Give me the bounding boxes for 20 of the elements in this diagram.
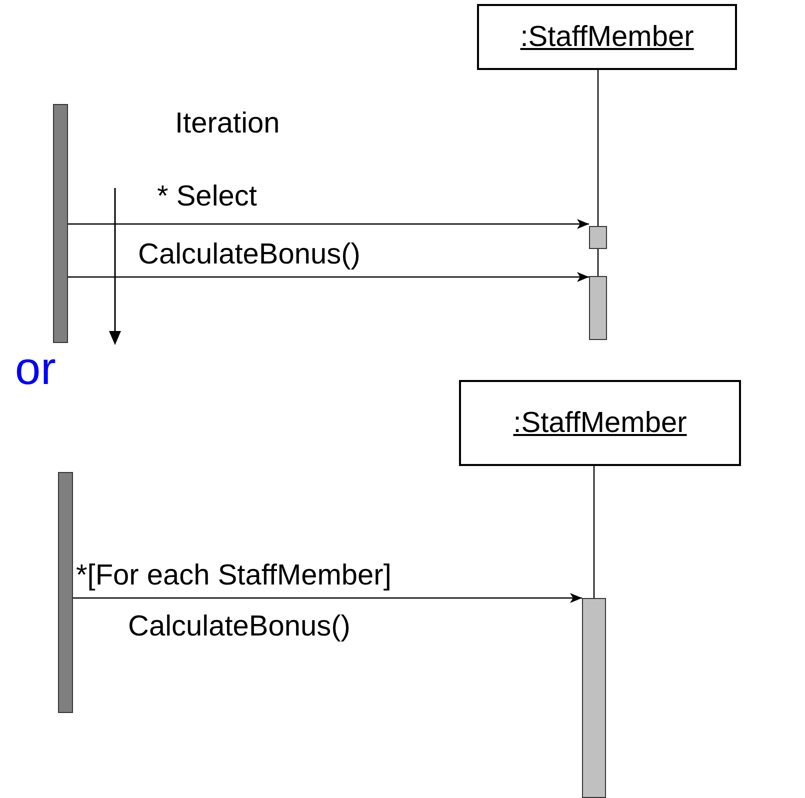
lifeline: [597, 249, 599, 276]
object-name: :StaffMember: [513, 406, 687, 440]
object-box: [459, 380, 741, 466]
message-label: CalculateBonus(): [138, 240, 360, 270]
activation-bar: [589, 226, 607, 249]
note-text: CalculateBonus(): [128, 612, 350, 642]
message-arrow: [68, 219, 589, 229]
separator-text: or: [15, 345, 56, 391]
note-text: Iteration: [175, 110, 280, 138]
message-arrow: [73, 593, 582, 603]
activation-bar: [58, 472, 73, 713]
activation-bar: [53, 104, 68, 343]
message-arrow: [68, 272, 589, 282]
activation-bar: [589, 276, 607, 340]
activation-bar: [582, 598, 606, 798]
lifeline: [597, 70, 599, 226]
object-box: [477, 4, 737, 70]
lifeline: [593, 466, 595, 598]
object-name: :StaffMember: [520, 20, 694, 54]
message-label: *[For each StaffMember]: [76, 562, 392, 590]
